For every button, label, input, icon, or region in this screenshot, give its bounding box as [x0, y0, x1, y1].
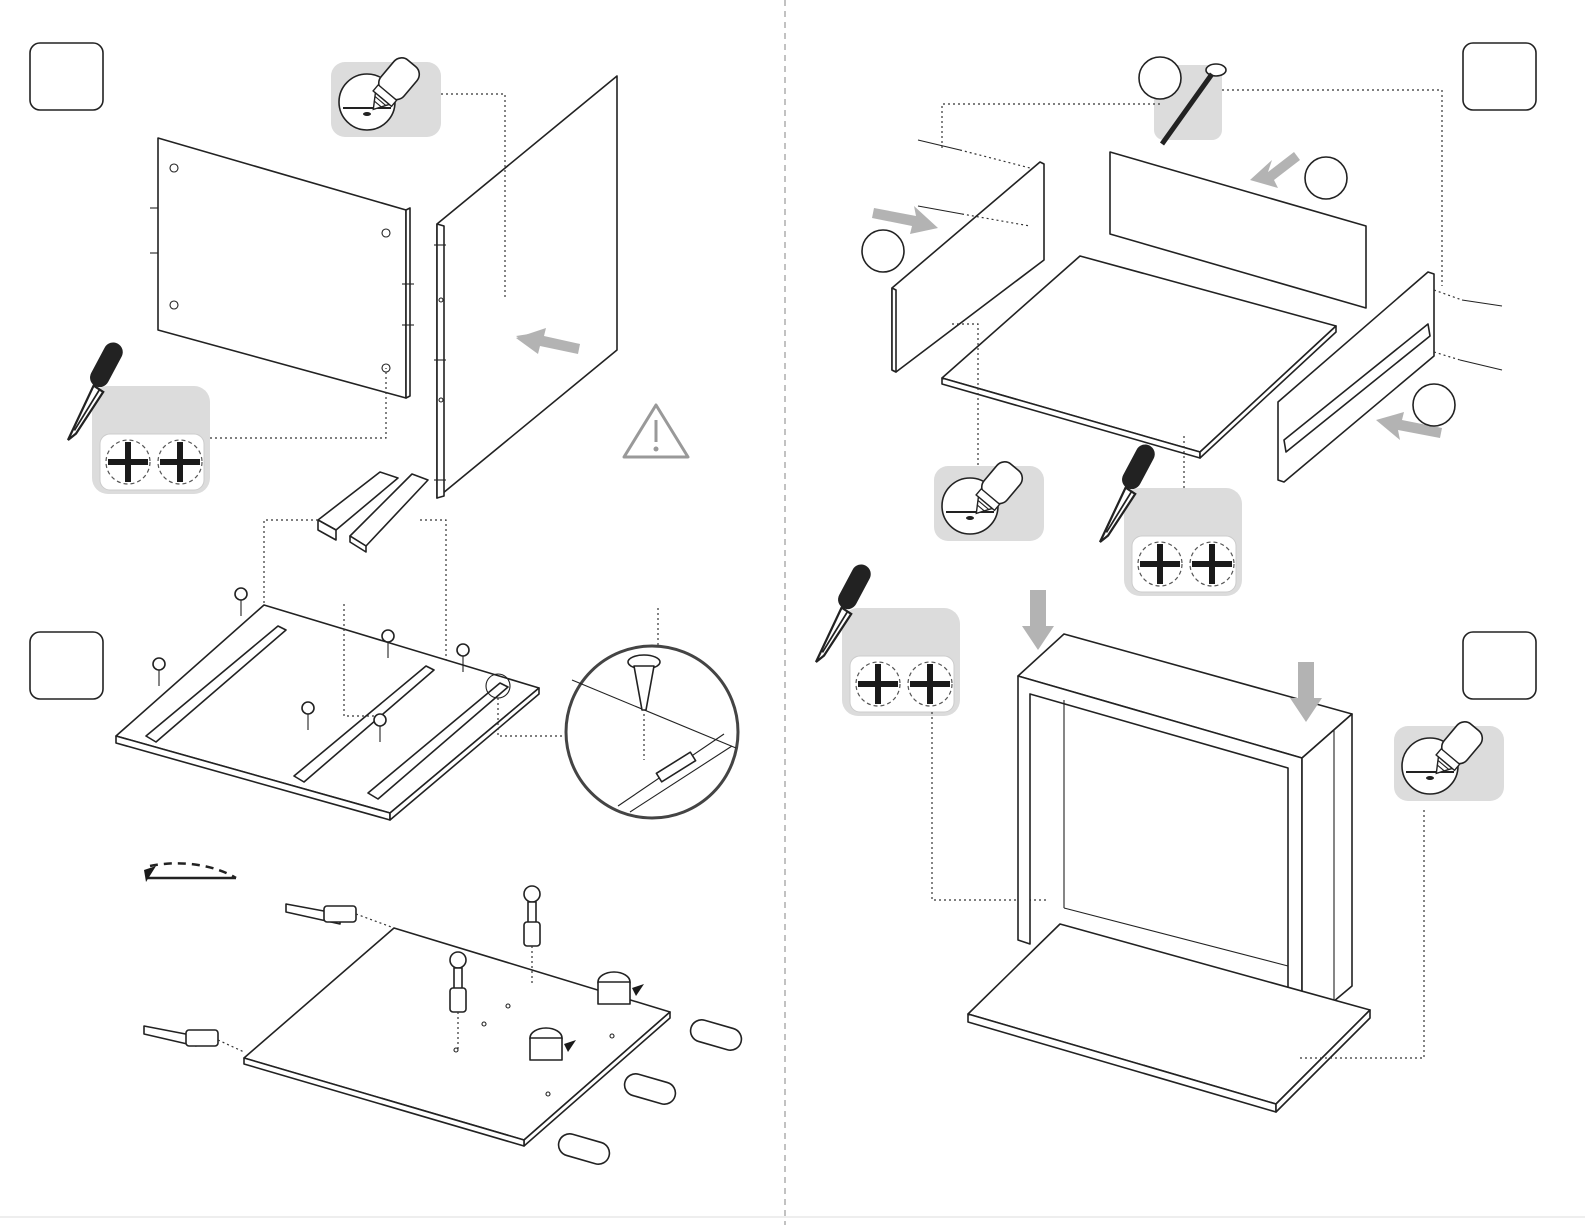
- callout-back-panel: [1305, 157, 1347, 199]
- glue-bottle-icon: [1394, 718, 1504, 801]
- rotate-arrow-icon: [144, 863, 236, 882]
- warning-icon: [624, 405, 688, 457]
- callout-left-side: [862, 230, 904, 272]
- callout-right-side: [1413, 384, 1455, 426]
- direction-arrow-icon: [1250, 152, 1300, 188]
- glue-bottle-icon: [934, 458, 1044, 541]
- step-box-middle-left: [30, 632, 103, 699]
- direction-arrow-icon: [1022, 590, 1054, 650]
- step-box-top-right: [1463, 43, 1536, 110]
- glue-bottle-icon: [331, 54, 441, 137]
- callout-screw: [1139, 57, 1181, 99]
- drawer-slide-icon: [318, 472, 428, 552]
- tighten-screw-icon: [92, 386, 210, 494]
- side-panel-left: [150, 138, 414, 398]
- step-box-middle-right: [1463, 632, 1536, 699]
- side-panel-right: [434, 76, 617, 498]
- tighten-screw-icon: [842, 608, 960, 716]
- step-box-top-left: [30, 43, 103, 110]
- tighten-screw-icon: [1124, 488, 1242, 596]
- magnifier-detail-icon: [566, 646, 738, 818]
